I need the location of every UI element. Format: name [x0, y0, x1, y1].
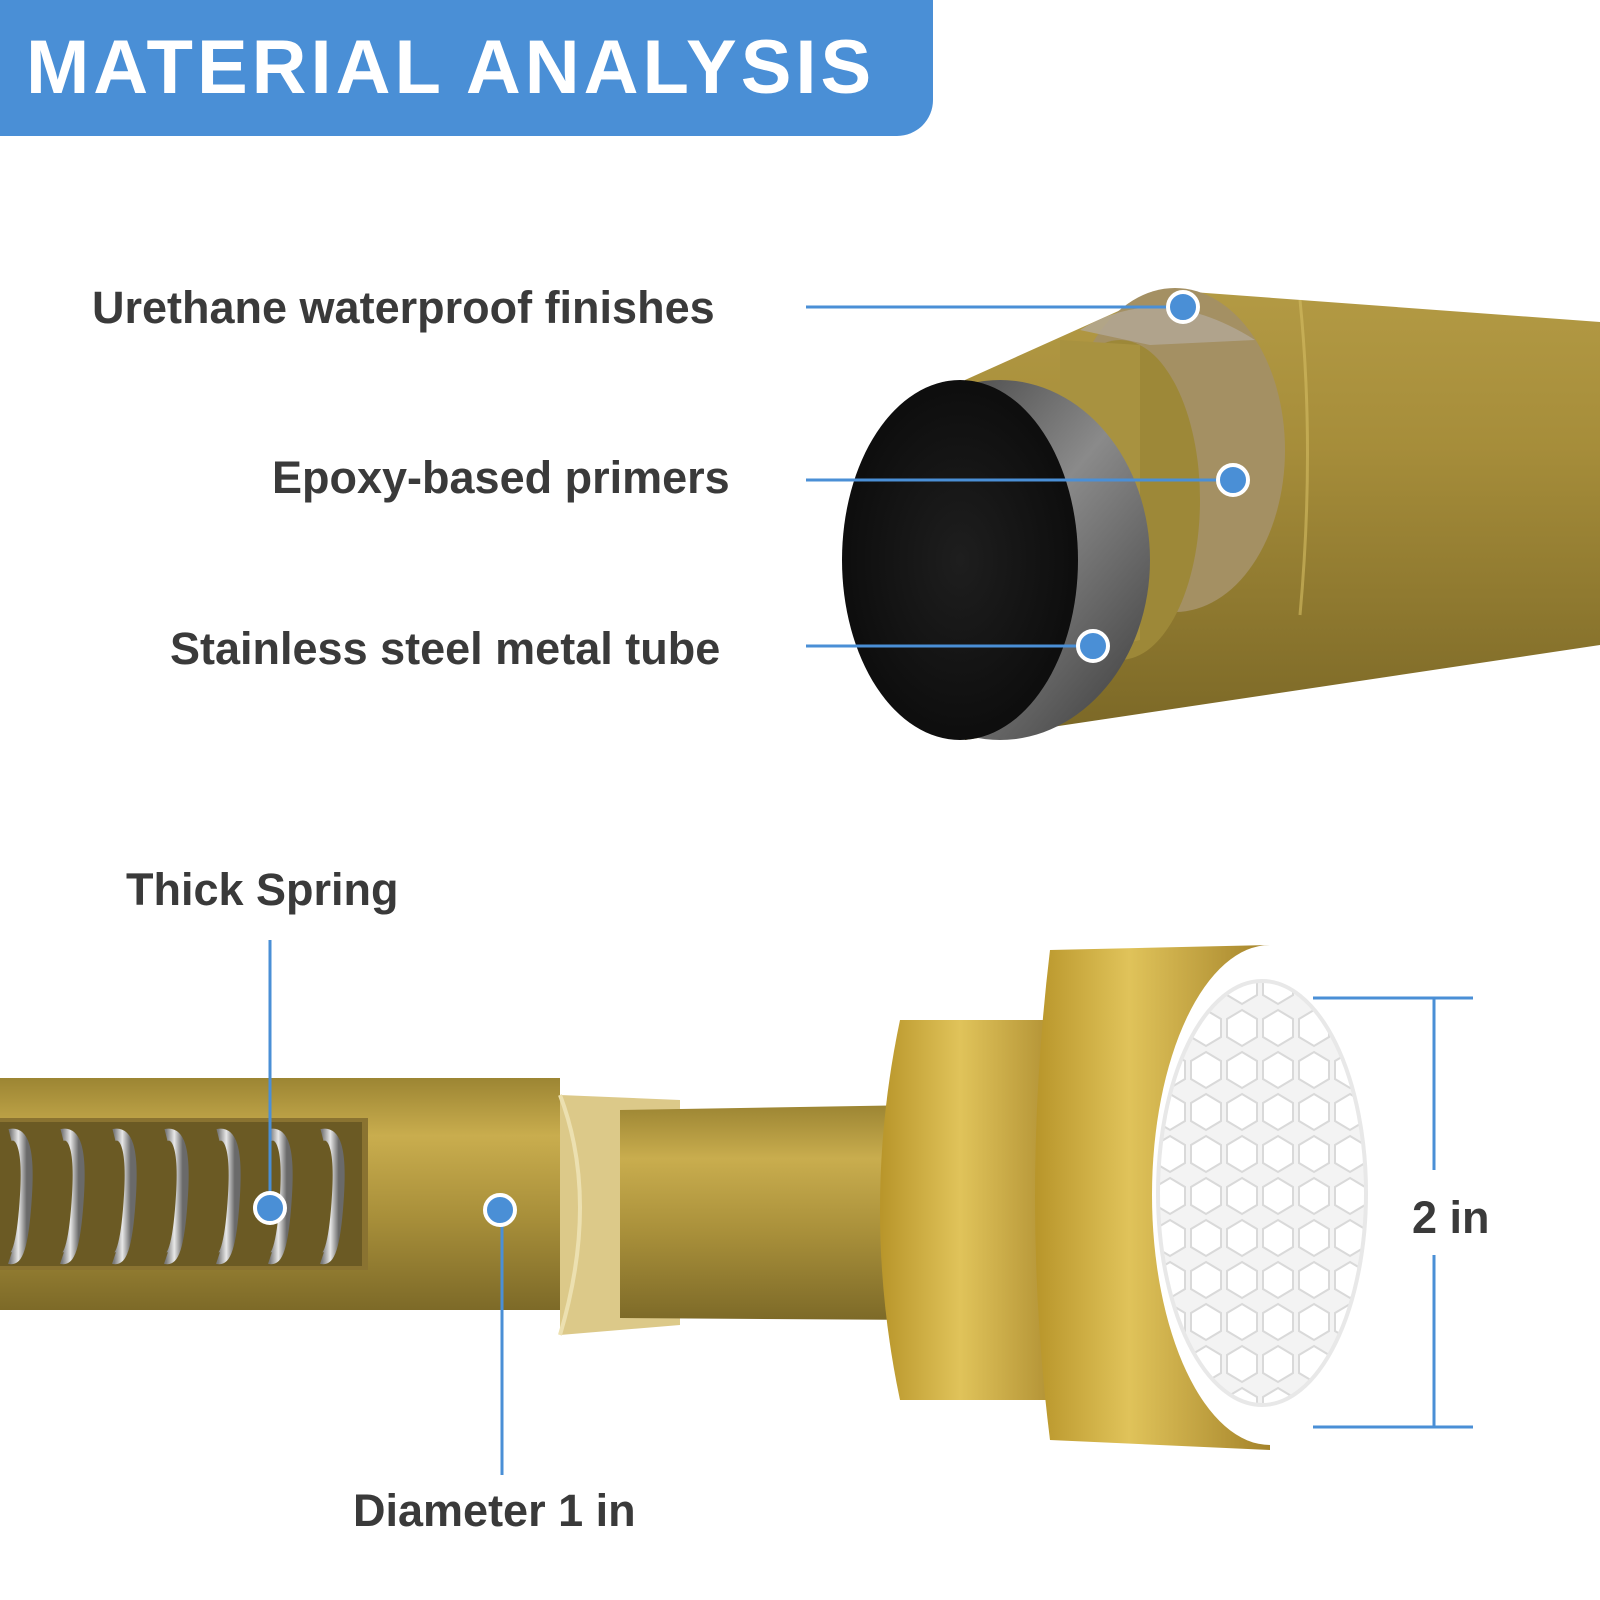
stainless-dot [1076, 629, 1110, 663]
spring-label: Thick Spring [126, 864, 399, 915]
diameter-dot [483, 1193, 517, 1227]
end-cap-dimension-label: 2 in [1412, 1192, 1490, 1243]
diameter-label: Diameter 1 in [353, 1485, 636, 1536]
rod-assembly [0, 945, 1388, 1450]
urethane-label: Urethane waterproof finishes [92, 282, 715, 333]
callout-dots [253, 290, 1250, 1227]
header-banner: MATERIAL ANALYSIS [0, 0, 933, 136]
spring-dot [253, 1191, 287, 1225]
callout-leaders [268, 305, 1473, 1475]
urethane-dot [1166, 290, 1200, 324]
spring-coils [8, 1128, 345, 1265]
epoxy-label: Epoxy-based primers [272, 452, 730, 503]
epoxy-dot [1216, 463, 1250, 497]
stainless-label: Stainless steel metal tube [170, 623, 721, 674]
page-title: MATERIAL ANALYSIS [26, 25, 876, 110]
tube-cross-section [842, 288, 1600, 740]
